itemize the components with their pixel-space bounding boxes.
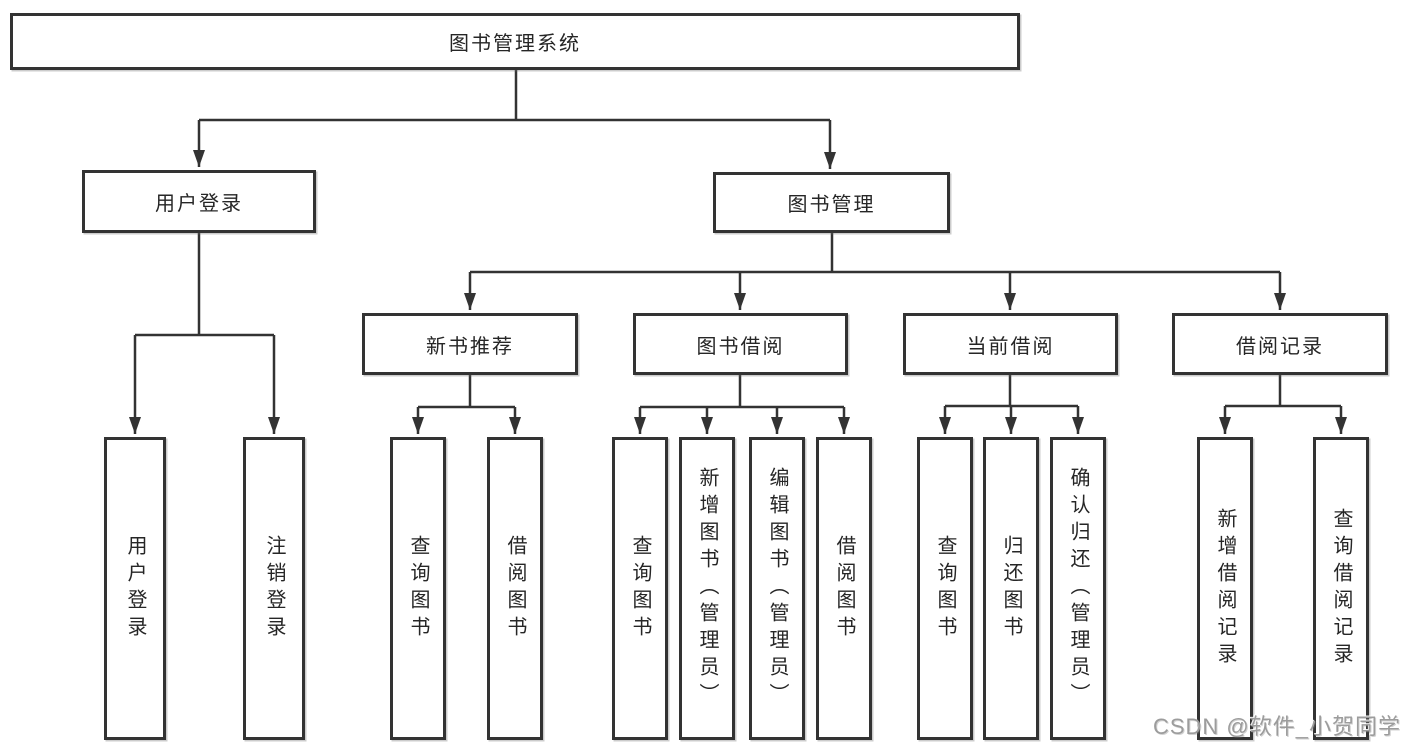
leaf-nbr-borrow-books: 借阅图书 — [487, 437, 543, 740]
leaf-br-query-record-label: 查询借阅记录 — [1330, 507, 1352, 670]
leaf-user-login-label: 用户登录 — [124, 534, 146, 643]
leaf-bb-query-books: 查询图书 — [612, 437, 668, 740]
node-root-label: 图书管理系统 — [449, 33, 581, 55]
leaf-bb-add-books-admin: 新增图书（管理员） — [679, 437, 735, 740]
leaf-cb-confirm-return-admin: 确认归还（管理员） — [1050, 437, 1106, 740]
leaf-logout-label: 注销登录 — [263, 534, 285, 643]
leaf-br-query-record: 查询借阅记录 — [1313, 437, 1369, 740]
leaf-cb-query-books-label: 查询图书 — [934, 534, 956, 643]
leaf-cb-query-books: 查询图书 — [917, 437, 973, 740]
leaf-bb-edit-books-admin: 编辑图书（管理员） — [749, 437, 805, 740]
leaf-bb-borrow-books: 借阅图书 — [816, 437, 872, 740]
node-new-book-rec: 新书推荐 — [362, 313, 578, 375]
leaf-bb-add-books-admin-label: 新增图书（管理员） — [696, 467, 718, 710]
leaf-user-login: 用户登录 — [104, 437, 166, 740]
leaf-logout: 注销登录 — [243, 437, 305, 740]
leaf-cb-return-books-label: 归还图书 — [1000, 534, 1022, 643]
node-current-borrow-label: 当前借阅 — [966, 335, 1055, 358]
leaf-cb-return-books: 归还图书 — [983, 437, 1039, 740]
leaf-nbr-query-books: 查询图书 — [390, 437, 446, 740]
leaf-br-add-record-label: 新增借阅记录 — [1214, 507, 1236, 670]
leaf-nbr-borrow-books-label: 借阅图书 — [504, 534, 526, 643]
leaf-bb-query-books-label: 查询图书 — [629, 534, 651, 643]
leaf-nbr-query-books-label: 查询图书 — [407, 534, 429, 643]
node-book-mgmt: 图书管理 — [713, 172, 950, 233]
leaf-bb-borrow-books-label: 借阅图书 — [833, 534, 855, 643]
node-book-borrow: 图书借阅 — [633, 313, 848, 375]
leaf-br-add-record: 新增借阅记录 — [1197, 437, 1253, 740]
leaf-bb-edit-books-admin-label: 编辑图书（管理员） — [766, 467, 788, 710]
watermark: CSDN @软件_小贺同学 — [1152, 714, 1401, 739]
node-book-borrow-label: 图书借阅 — [696, 335, 785, 358]
node-current-borrow: 当前借阅 — [903, 313, 1118, 375]
node-borrow-record-label: 借阅记录 — [1236, 335, 1324, 358]
node-borrow-record: 借阅记录 — [1172, 313, 1388, 375]
node-root: 图书管理系统 — [10, 13, 1020, 70]
leaf-cb-confirm-return-admin-label: 确认归还（管理员） — [1067, 467, 1089, 710]
node-book-mgmt-label: 图书管理 — [787, 194, 876, 216]
node-user-login-label: 用户登录 — [155, 193, 243, 215]
node-user-login: 用户登录 — [82, 170, 316, 233]
node-new-book-rec-label: 新书推荐 — [426, 335, 514, 358]
